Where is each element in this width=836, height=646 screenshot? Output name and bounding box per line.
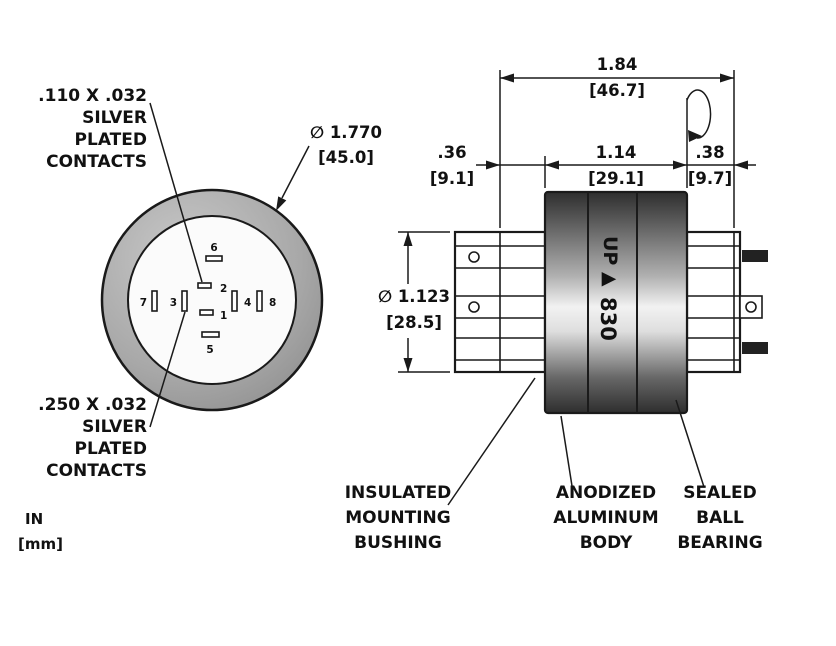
housing-diameter-mm: [28.5] [386,313,442,332]
bushing-width-value: .36 [437,143,466,162]
rotation-arrow-icon [686,89,712,139]
terminal-lug [742,342,768,354]
model-marking: 830 [596,297,620,341]
arrowhead [276,196,287,211]
up-arrow-marking: UP ▲ [599,236,621,287]
leader-line [560,415,573,487]
arrowhead [720,73,734,83]
pin-slot-7 [151,290,158,312]
pin-slot-5 [201,331,220,338]
outer-diameter-value: ∅ 1.770 [310,123,382,142]
pin-number-1: 1 [220,310,227,322]
body-label-line1: ANODIZED [556,483,656,503]
pin-number-3: 3 [170,297,177,309]
body-label-line2: ALUMINUM [553,508,658,528]
pin-slot-2 [197,282,212,289]
body-width-value: 1.14 [596,143,637,162]
pin-number-2: 2 [220,283,227,295]
units-note-inches: IN [25,510,43,528]
arrowhead [500,73,514,83]
terminal-hole [468,251,480,263]
large-contacts-label-line4: CONTACTS [46,461,147,481]
terminal-lug [742,250,768,262]
outer-diameter-mm: [45.0] [318,148,374,167]
bushing-width-mm: [9.1] [430,169,474,188]
leader-line [447,377,536,506]
overall-width-mm: [46.7] [589,81,645,100]
pin-slot-1 [199,309,214,316]
leader-line [149,311,186,428]
arrowhead [673,160,687,170]
bearing-width-mm: [9.7] [688,169,732,188]
bearing-width-value: .38 [695,143,724,162]
pin-number-5: 5 [206,344,213,356]
contact-face [127,215,297,385]
housing-diameter-value: ∅ 1.123 [378,287,450,306]
side-view: UP ▲ 830 1.84 [46.7] .36 [9.1] 1.14 [29.… [345,55,768,553]
bearing-label-line2: BALL [696,508,744,528]
arrowhead [403,232,413,246]
pin-slot-3 [181,290,188,312]
overall-width-value: 1.84 [597,55,638,74]
arrowhead [486,160,500,170]
pin-slot-4 [231,290,238,312]
bushing-label-line2: MOUNTING [345,508,451,528]
pin-number-7: 7 [140,297,147,309]
terminal-hole [745,301,757,313]
arrowhead [545,160,559,170]
body-cylinder [543,190,689,415]
bearing-label-line3: BEARING [677,533,762,553]
bushing-label-line3: BUSHING [354,533,442,553]
pin-number-6: 6 [210,242,217,254]
leader-line [281,145,310,199]
body-width-mm: [29.1] [588,169,644,188]
small-contacts-label-line3: PLATED [75,130,147,150]
pin-number-4: 4 [244,297,251,309]
right-housing [685,230,742,374]
small-contacts-label-line1: .110 X .032 [38,86,147,106]
units-note-mm: [mm] [18,535,63,553]
terminal-hole [468,301,480,313]
large-contacts-label-line1: .250 X .032 [38,395,147,415]
leader-line [675,399,705,488]
bearing-label-line1: SEALED [683,483,757,503]
arrowhead [403,358,413,372]
pin-number-8: 8 [269,297,276,309]
small-contacts-label-line4: CONTACTS [46,152,147,172]
bushing-label-line1: INSULATED [345,483,452,503]
pin-slot-8 [256,290,263,312]
front-view: 6 2 1 5 7 3 4 8 .110 X .032 SILVER PLATE… [18,86,382,553]
arrowhead [734,160,748,170]
leader-line [149,102,203,283]
pin-slot-6 [205,255,223,262]
body-label-line3: BODY [580,533,633,553]
large-contacts-label-line2: SILVER [82,417,147,437]
large-contacts-label-line3: PLATED [75,439,147,459]
small-contacts-label-line2: SILVER [82,108,147,128]
arrowhead [688,130,702,142]
